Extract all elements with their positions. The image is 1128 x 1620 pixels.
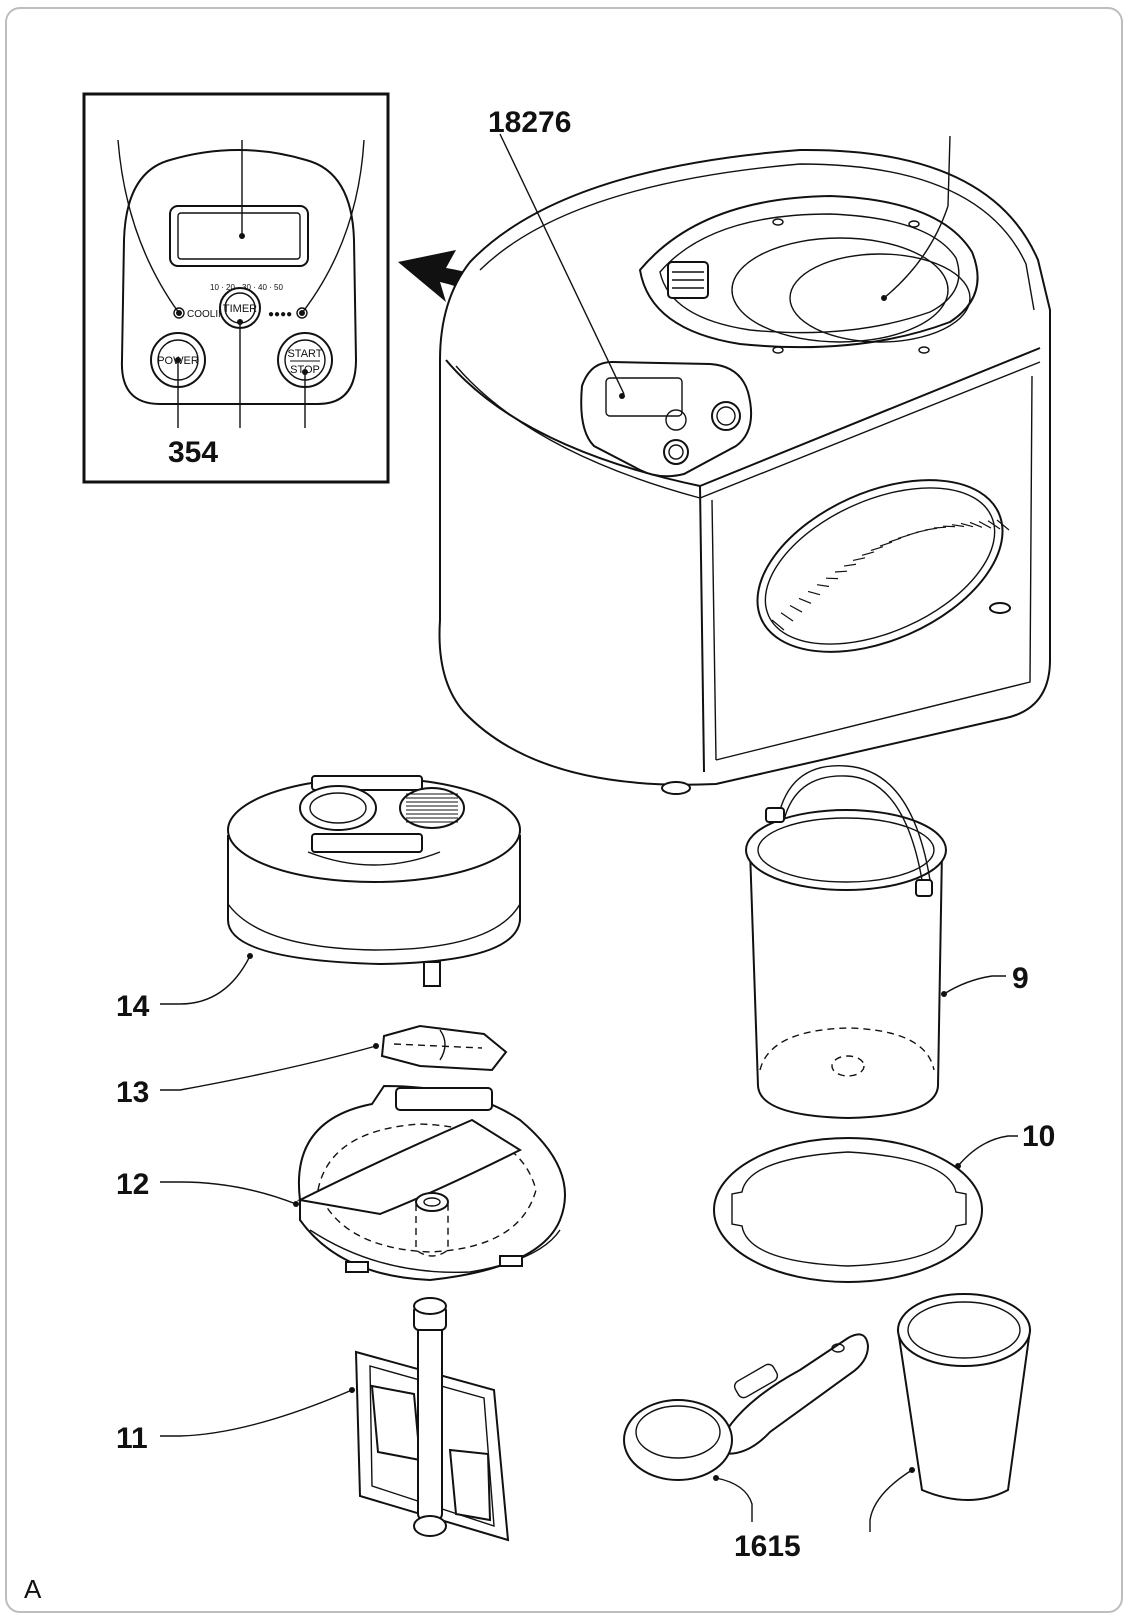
timer-scale: 10 · 20 · 30 · 40 · 50 (210, 283, 283, 292)
callout-11: 11 (116, 1422, 148, 1455)
timer-label: TIMER (223, 303, 257, 315)
part-14-lid (160, 775, 521, 1005)
grille-slat (771, 619, 785, 631)
callout-14: 14 (116, 990, 150, 1023)
callout-13: 13 (116, 1076, 149, 1109)
grille-slat (852, 557, 866, 562)
grille-slat (816, 584, 830, 588)
part-13-insert (160, 1024, 508, 1091)
grille-slat (951, 524, 965, 528)
grille-slat (987, 520, 1001, 530)
grille-slat (780, 612, 794, 622)
grille-slat (978, 521, 992, 529)
grille-slat (969, 521, 983, 528)
measuring-cup (869, 1293, 1032, 1532)
callout-10: 10 (1022, 1120, 1055, 1153)
grille-slat (843, 563, 857, 567)
grille-slat (870, 546, 884, 552)
scoop (623, 1333, 870, 1522)
grille-slat (861, 551, 875, 556)
grille-slat (807, 590, 821, 596)
control-panel-inset: COOLING ●●●● 10 · 20 · 30 · 40 · 50 TIME… (82, 92, 390, 484)
grille-slat (924, 527, 938, 531)
vent-grille (756, 479, 1010, 653)
callout-18276: 18276 (488, 106, 571, 139)
machine-control-panel (580, 360, 752, 478)
part-11-paddle (160, 1297, 510, 1542)
freeze-mark: ●●●● (268, 309, 292, 320)
figure-label: A (24, 1574, 42, 1604)
part-10-ring (713, 1135, 1018, 1283)
grille-slat (789, 605, 803, 613)
grille-slat (798, 597, 812, 604)
grille-slat (834, 570, 848, 573)
start-label: START (287, 348, 322, 360)
part-9-bowl (745, 765, 1006, 1120)
callout-12: 12 (116, 1168, 149, 1201)
part-12-transparent-lid (160, 1084, 566, 1282)
bowl-opening (638, 194, 979, 354)
callout-354: 354 (168, 436, 218, 469)
grille-slat (879, 541, 893, 547)
callout-1615: 1615 (734, 1530, 801, 1563)
ice-cream-machine (438, 133, 1051, 795)
inset-leader-lines (117, 139, 365, 428)
cooling-label: COOLING (187, 309, 233, 320)
grille-slat (933, 526, 947, 529)
callout-9: 9 (1012, 962, 1029, 995)
grille-slat (960, 522, 974, 528)
grille-slat (996, 519, 1010, 531)
